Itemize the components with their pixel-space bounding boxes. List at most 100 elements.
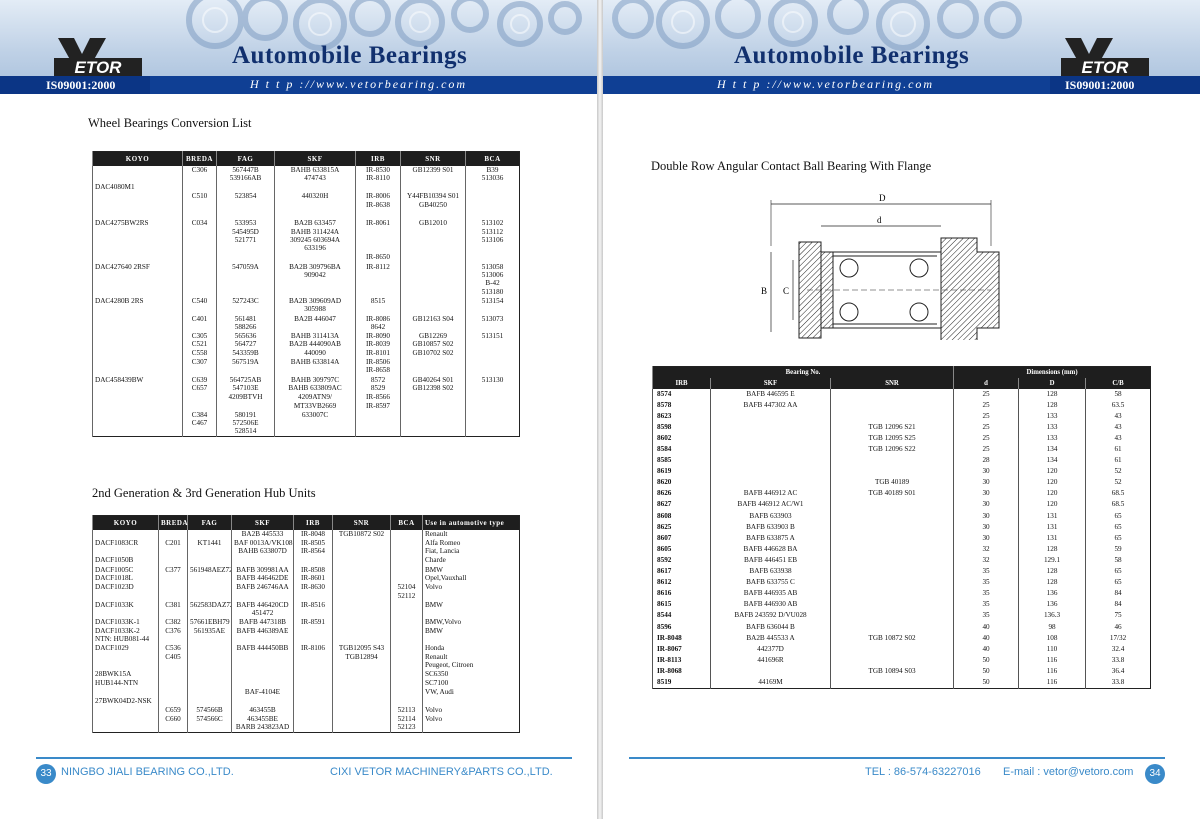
- table-cell: 43: [1085, 421, 1151, 433]
- header-url[interactable]: H t t p ://www.vetorbearing.com: [717, 77, 935, 91]
- table-cell: [92, 687, 159, 698]
- section-title-wheel-bearings: Wheel Bearings Conversion List: [88, 116, 252, 130]
- table-cell: 43: [1085, 410, 1151, 422]
- section-title-flange-bearing: Double Row Angular Contact Ball Bearing …: [651, 159, 932, 173]
- table-cell: BAFB 446912 AC/W1: [710, 499, 831, 511]
- table-row: 27BWK04D2-NSK: [92, 697, 520, 707]
- table-cell: 131: [1018, 510, 1086, 522]
- table-cell: Y44FB10394 S01 GB40250: [400, 192, 466, 210]
- table-cell: 25: [953, 421, 1019, 433]
- table-cell: 442377D: [710, 643, 831, 655]
- table-cell: BAHB 633814A: [274, 358, 356, 376]
- footer-email[interactable]: E-mail : vetor@vetoro.com: [1003, 766, 1134, 778]
- table-cell: [332, 565, 391, 584]
- table-cell: BAFB 447318B BAFB 446389AE: [231, 618, 294, 645]
- table-cell: 40: [953, 632, 1019, 644]
- table-cell: 46: [1085, 621, 1151, 633]
- table-cell: 32: [953, 543, 1019, 555]
- table-cell: KT1441: [187, 538, 232, 557]
- column-header: SKF: [274, 151, 356, 166]
- table-cell: [465, 393, 520, 411]
- table-cell: BAFB 633903 B: [710, 521, 831, 533]
- table-cell: 136.3: [1018, 610, 1086, 622]
- column-header: SNR: [400, 151, 466, 166]
- table-cell: [400, 410, 466, 437]
- table-cell: [829, 410, 954, 422]
- table-cell: 8607: [652, 532, 711, 544]
- header-url[interactable]: H t t p ://www.vetorbearing.com: [250, 77, 468, 91]
- column-header: SNR: [332, 515, 391, 530]
- table-cell: BA2B 446047: [274, 314, 356, 333]
- table-cell: [231, 697, 294, 707]
- table-cell: [829, 566, 954, 578]
- table-cell: 30: [953, 499, 1019, 511]
- table-cell: [182, 253, 217, 263]
- table-cell: [187, 529, 232, 539]
- bearing-photo-banner: [186, 0, 582, 51]
- table-row: DAC4080M1: [92, 183, 520, 193]
- table-cell: [158, 529, 188, 539]
- column-header: BREDA: [182, 151, 217, 166]
- table-cell: BAFB 447302 AA: [710, 399, 831, 411]
- table-cell: Renault: [422, 529, 520, 539]
- table-cell: DAC427640 2RSF: [92, 262, 183, 297]
- table-cell: [332, 706, 391, 733]
- footer-company-2: CIXI VETOR MACHINERY&PARTS CO.,LTD.: [330, 766, 553, 778]
- table-cell: Honda Renault Peugeot, Citroen: [422, 644, 520, 671]
- table-cell: 120: [1018, 499, 1086, 511]
- table-cell: [355, 410, 401, 437]
- table-cell: 131: [1018, 532, 1086, 544]
- iso-band: [1050, 76, 1200, 94]
- table-cell: 513102 513112 513106: [465, 219, 520, 254]
- table-cell: [332, 538, 391, 557]
- table-cell: VW, Audi: [422, 687, 520, 698]
- table-cell: 50: [953, 676, 1019, 689]
- table-cell: BAFB 309981AA BAFB 446462DE: [231, 565, 294, 584]
- dim-label-D: D: [879, 193, 886, 203]
- table-cell: 35: [953, 599, 1019, 611]
- right-page: ETOR IS09001:2000 Automobile Bearings H …: [603, 0, 1200, 819]
- table-cell: [400, 296, 466, 315]
- table-cell: 561481 588266: [216, 314, 275, 333]
- column-header: BCA: [390, 515, 423, 530]
- table-cell: 527243C: [216, 296, 275, 315]
- table-cell: [465, 358, 520, 376]
- table-cell: IR-8630: [293, 583, 333, 601]
- table-cell: 8585: [652, 455, 711, 467]
- column-header: KOYO: [92, 515, 159, 530]
- table-cell: [182, 262, 217, 297]
- table-cell: 52113 52114 52123: [390, 706, 423, 733]
- table-cell: IR-8048: [293, 529, 333, 539]
- table-cell: 134: [1018, 443, 1086, 456]
- table-cell: [293, 687, 333, 698]
- table-cell: [829, 554, 954, 566]
- table-cell: DACF1029: [92, 644, 159, 671]
- table-cell: BAFB 446912 AC: [710, 488, 831, 500]
- table-cell: [187, 687, 232, 698]
- table-cell: [293, 706, 333, 733]
- table-cell: 633007C: [274, 410, 356, 437]
- table-cell: [158, 556, 188, 566]
- table-cell: [400, 253, 466, 263]
- table-cell: DAC4080M1: [92, 183, 183, 193]
- column-header: C/B: [1085, 377, 1151, 389]
- table-cell: 75: [1085, 610, 1151, 622]
- table-cell: 25: [953, 443, 1019, 456]
- table-cell: C034: [182, 219, 217, 254]
- table-cell: [829, 466, 954, 478]
